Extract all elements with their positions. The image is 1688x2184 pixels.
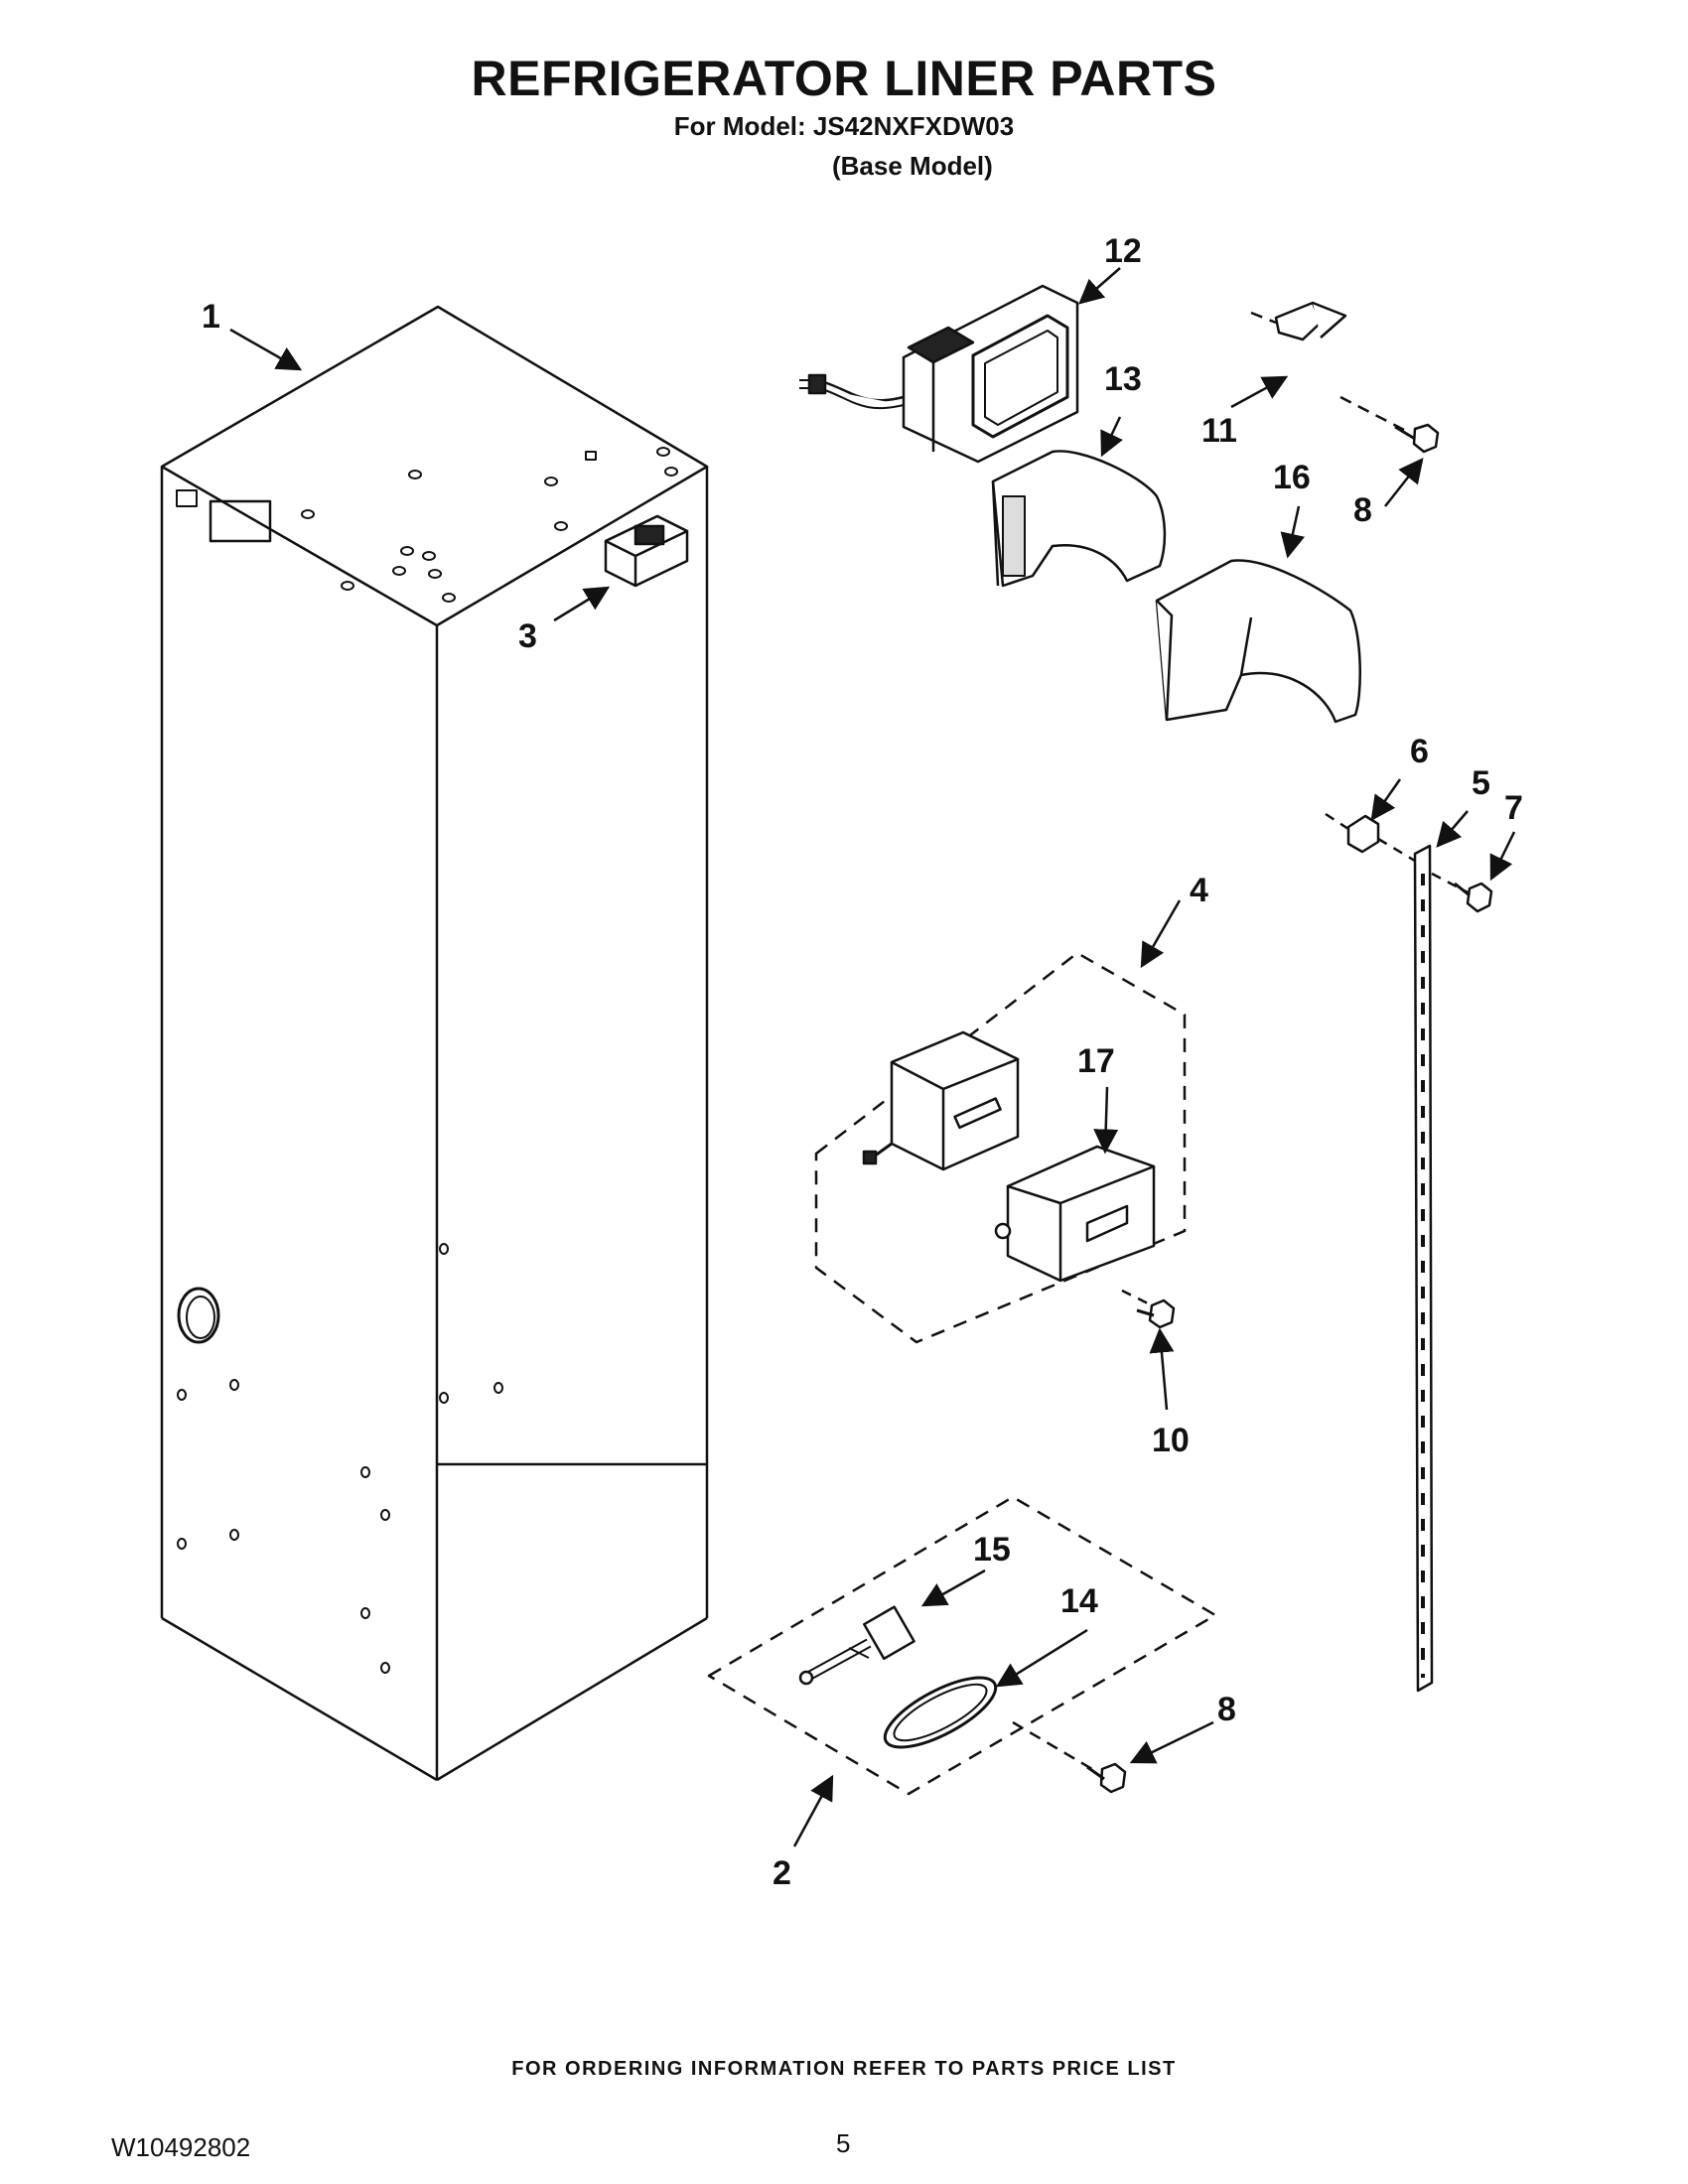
callout-8-upper: 8 (1353, 491, 1372, 529)
screw-part-8-lower (1012, 1720, 1127, 1794)
document-number: W10492802 (111, 2132, 251, 2162)
callout-10: 10 (1152, 1422, 1190, 1459)
page-number: 5 (836, 2128, 851, 2158)
callout-12: 12 (1104, 232, 1142, 270)
callout-3: 3 (518, 617, 537, 655)
screw-part-7 (1431, 872, 1493, 913)
callout-2: 2 (773, 1854, 791, 1892)
rail-part-5 (1413, 844, 1434, 1693)
callout-5: 5 (1472, 764, 1490, 802)
screw-part-10 (1136, 1298, 1176, 1329)
ordering-note: FOR ORDERING INFORMATION REFER TO PARTS … (511, 2058, 1177, 2080)
module-box (862, 1030, 1020, 1171)
callout-6: 6 (1410, 733, 1429, 770)
callout-labels: 1 2 3 4 5 6 7 8 8 10 11 12 13 14 15 16 1… (202, 232, 1523, 1892)
cover-part-16 (1155, 559, 1361, 724)
cover-part-13 (991, 450, 1167, 588)
page-title: REFRIGERATOR LINER PARTS (471, 51, 1217, 106)
lamp-lens-part-14 (883, 1676, 998, 1749)
callout-7: 7 (1504, 789, 1523, 827)
callout-14: 14 (1060, 1582, 1098, 1620)
model-line: For Model: JS42NXFXDW03 (673, 111, 1015, 141)
housing-part-12 (799, 284, 1079, 464)
assembly-outline-part-2 (707, 1495, 1217, 1796)
callout-16: 16 (1273, 459, 1311, 496)
top-housing-part-3 (604, 514, 689, 588)
base-model-label: (Base Model) (832, 151, 993, 181)
callout-15: 15 (973, 1531, 1011, 1569)
clip-part-11 (1250, 301, 1347, 341)
callout-1: 1 (202, 298, 220, 336)
liner-cabinet (160, 305, 709, 1782)
callout-17: 17 (1077, 1042, 1115, 1080)
sensor-part-15 (798, 1605, 915, 1686)
cover-part-17 (994, 1145, 1156, 1307)
callout-4: 4 (1190, 872, 1208, 909)
clip-part-6 (1325, 812, 1421, 866)
callout-11: 11 (1201, 412, 1237, 450)
assembly-outline-part-4 (814, 951, 1187, 1344)
callout-13: 13 (1104, 360, 1142, 398)
leader-arrows (229, 267, 1516, 1847)
callout-8-lower: 8 (1217, 1691, 1236, 1728)
screw-part-8-upper (1339, 395, 1440, 454)
